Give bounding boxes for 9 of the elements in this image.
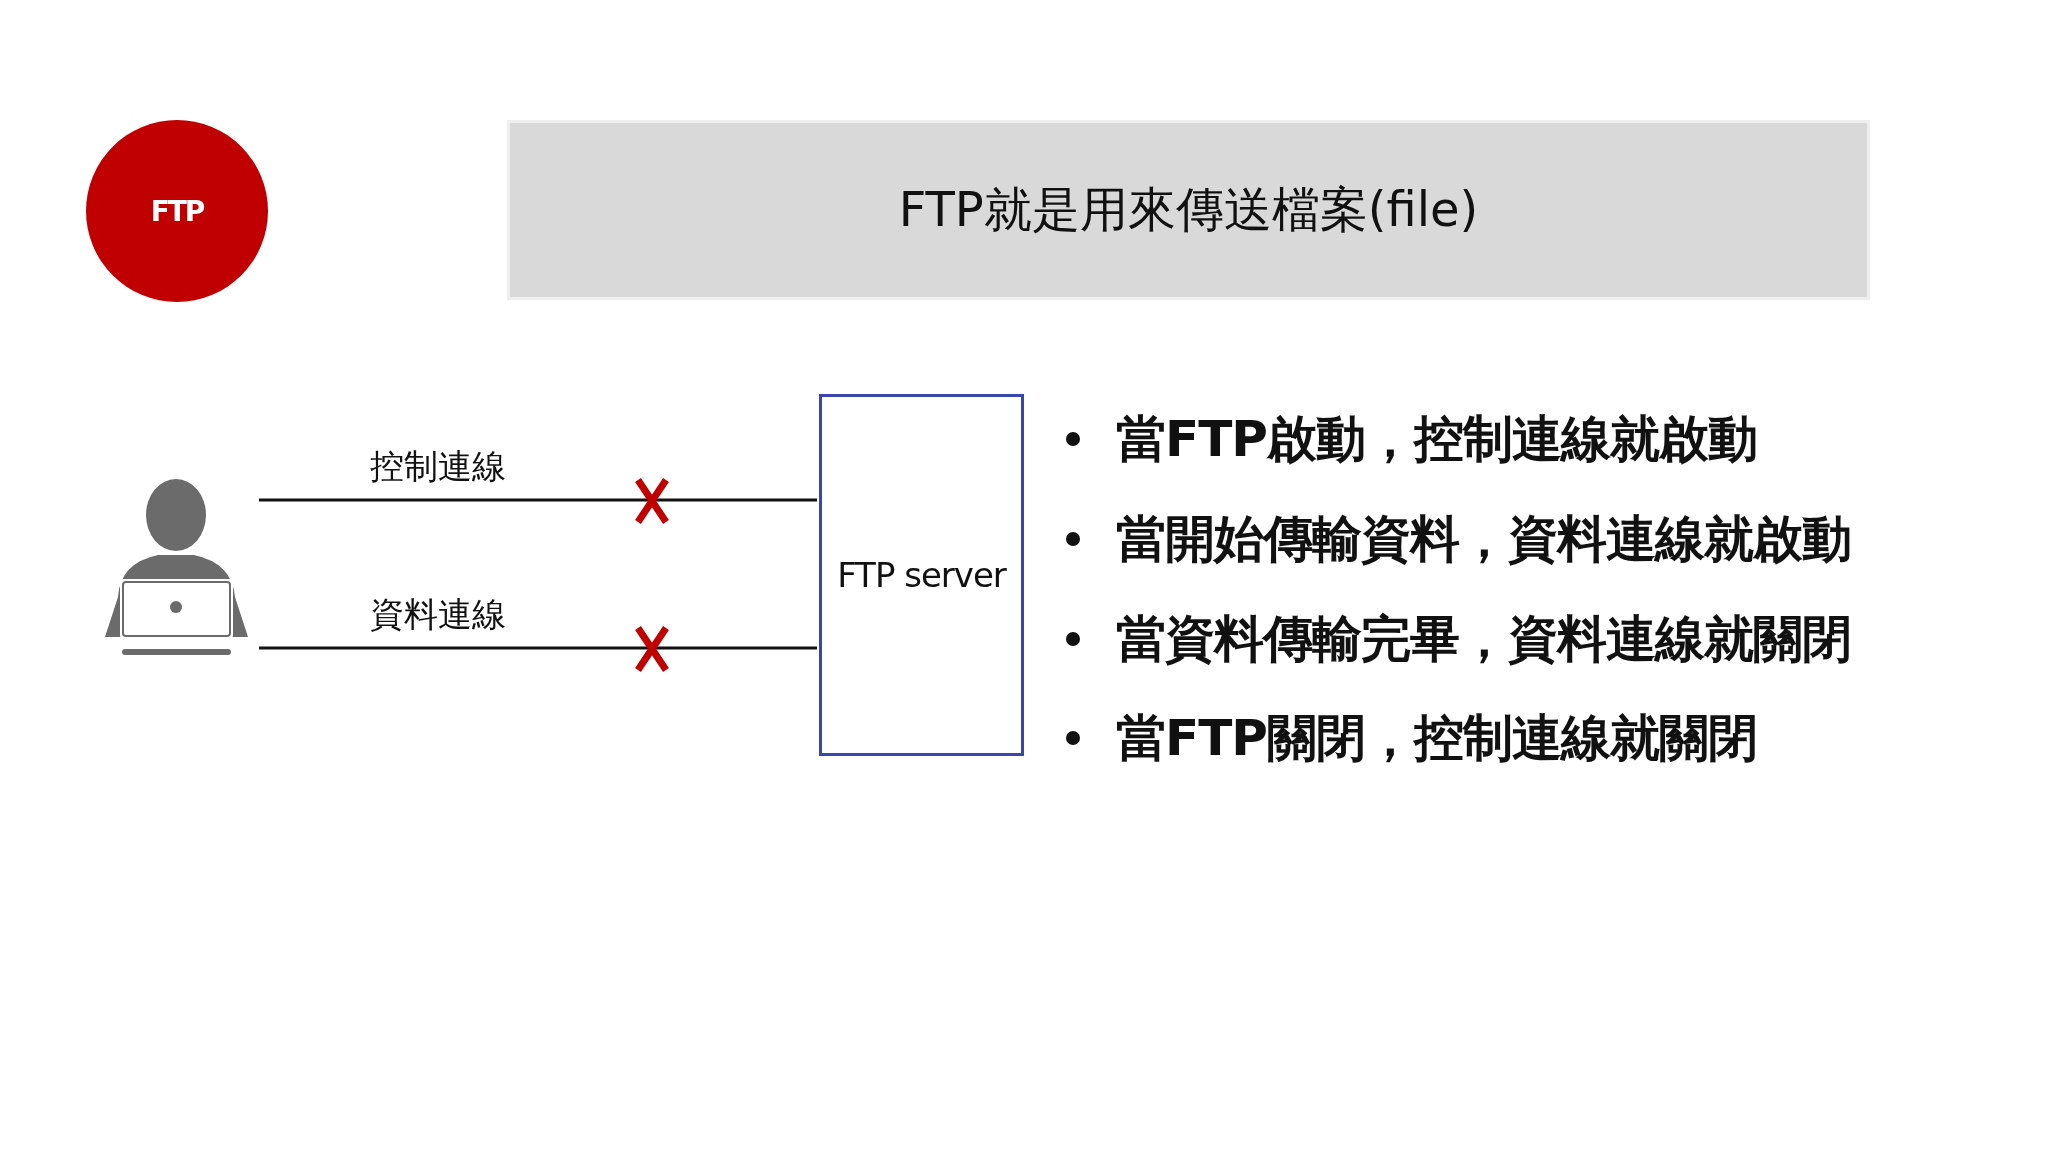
- title-circle: FTP: [86, 120, 268, 302]
- connection-line: [259, 646, 817, 650]
- bullet-text: 當開始傳輸資料，資料連線就啟動: [1116, 509, 1851, 570]
- bullet-text: 當FTP啟動，控制連線就啟動: [1116, 409, 1757, 470]
- bullet-text: 當資料傳輸完畢，資料連線就關閉: [1116, 609, 1851, 670]
- server-box: FTP server: [819, 394, 1024, 756]
- bullet-text: 當FTP關閉，控制連線就關閉: [1116, 708, 1757, 769]
- title-banner: FTP就是用來傳送檔案(file): [507, 120, 1870, 300]
- connection-line: [259, 498, 817, 502]
